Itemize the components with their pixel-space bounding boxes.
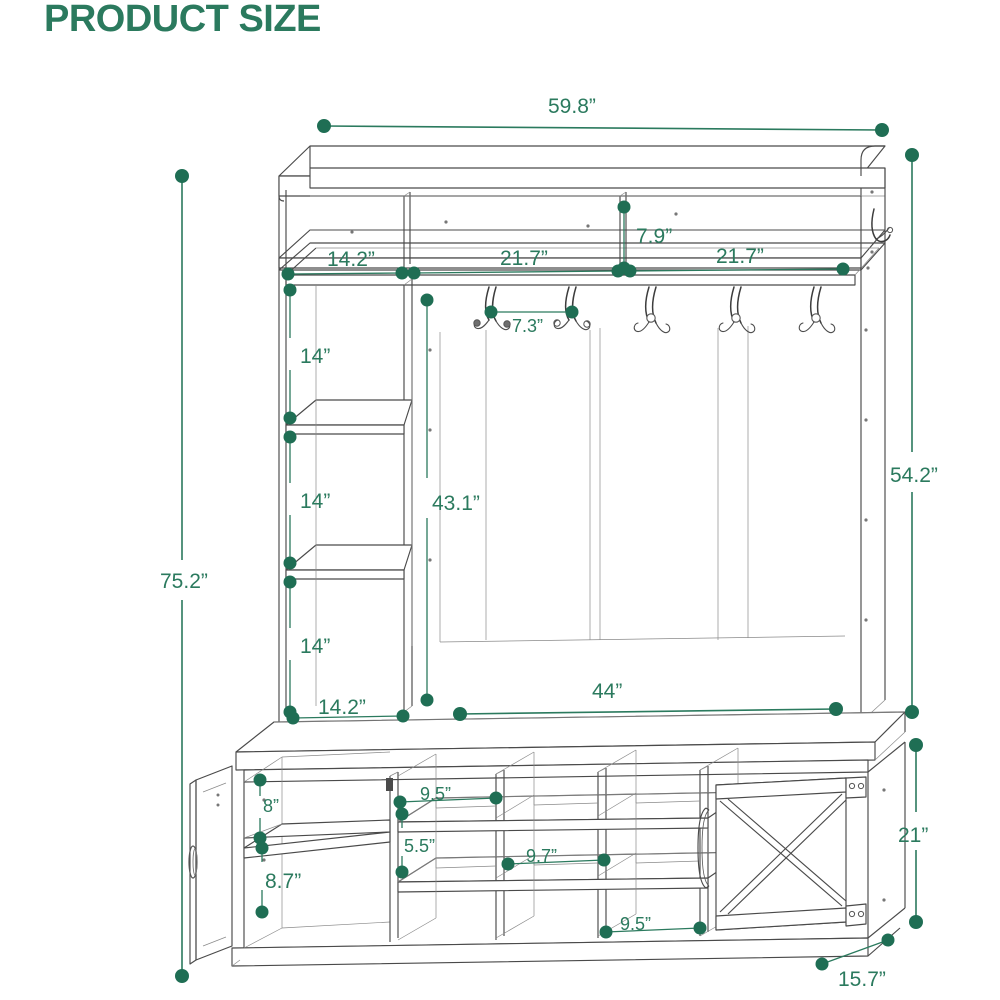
coat-hook-icon	[553, 286, 591, 331]
dimension-bench-width: 44”	[453, 680, 843, 721]
dimension-cubby-width-mid: 9.7”	[501, 846, 611, 871]
dimension-tower-width-bottom: 14.2”	[286, 696, 410, 725]
dim-label-cubby-width-top: 9.5”	[420, 784, 451, 804]
door-handle-icon	[188, 845, 198, 879]
dimension-top-cubby-right: 21.7”	[623, 245, 850, 278]
top-canopy-shelf	[278, 145, 886, 202]
dim-label-tower-width-bottom: 14.2”	[318, 696, 366, 719]
dim-label-hook-spacing: 7.3”	[512, 316, 543, 336]
dimension-cubby-width-top: 9.5”	[393, 784, 503, 809]
dim-label-left-shelf-2: 14”	[300, 490, 330, 513]
dim-label-top-cubby-right: 21.7”	[716, 245, 764, 268]
left-cabinet-door[interactable]	[188, 765, 233, 965]
panel-screw-dots	[350, 190, 874, 622]
dim-label-upper-height: 54.2”	[890, 464, 938, 487]
dimension-top-cubby-left: 14.2”	[281, 248, 409, 281]
dim-label-cubby-width-bottom: 9.5”	[620, 914, 651, 934]
coat-hook-icon	[633, 286, 671, 334]
dimension-cabinet-height: 21”	[898, 738, 928, 929]
dim-label-bench-width: 44”	[592, 680, 622, 703]
dim-label-top-cubby-mid: 21.7”	[500, 247, 548, 270]
dimension-left-shelf-3: 14”	[283, 575, 330, 719]
coat-hook-icon	[798, 286, 836, 334]
dim-label-cabinet-height: 21”	[898, 824, 928, 847]
dimension-top-cubby-height: 7.9”	[617, 200, 672, 275]
barn-door-x-brace-icon	[719, 793, 847, 915]
dim-label-cab-shelf-upper: 8”	[263, 796, 279, 816]
dim-label-cubby-height: 5.5”	[404, 836, 435, 856]
furniture-illustration	[188, 145, 906, 967]
lower-cabinet-body	[231, 741, 906, 967]
dimension-cubby-width-bottom: 9.5”	[599, 914, 707, 939]
dimension-overall-width: 59.8”	[317, 95, 889, 137]
dim-label-top-cubby-left: 14.2”	[327, 248, 375, 271]
top-cubby-dividers	[310, 191, 885, 268]
upper-side-panels	[278, 168, 886, 723]
dimension-overall-height: 75.2”	[160, 169, 208, 983]
side-j-hook-icon	[871, 208, 894, 243]
dimension-hook-spacing: 7.3”	[484, 305, 579, 336]
barn-sliding-door[interactable]	[697, 776, 867, 931]
left-cabinet-interior	[243, 751, 399, 949]
door-handle-icon	[697, 807, 710, 889]
dimension-left-shelf-2: 14”	[283, 430, 330, 570]
dim-label-open-back-height: 43.1”	[432, 492, 480, 515]
back-panel-boards	[411, 326, 846, 646]
dimension-depth: 15.7”	[815, 933, 895, 991]
upper-shelf-board	[278, 229, 886, 269]
dimension-cubby-height: 5.5”	[395, 807, 435, 879]
dimension-upper-height: 54.2”	[890, 148, 938, 719]
coat-hook-icon	[718, 286, 756, 334]
page-title: PRODUCT SIZE	[44, 0, 321, 40]
dim-label-cab-shelf-lower: 8.7”	[265, 870, 301, 893]
dimension-cab-shelf-upper: 8”	[253, 773, 279, 845]
dim-label-left-shelf-1: 14”	[300, 345, 330, 368]
dimension-cab-shelf-lower: 8.7”	[255, 841, 301, 919]
dim-label-overall-height: 75.2”	[160, 570, 208, 593]
dimension-left-shelf-1: 14”	[283, 283, 330, 425]
dimension-open-back-height: 43.1”	[420, 293, 480, 707]
dim-label-top-cubby-height: 7.9”	[636, 225, 672, 248]
dim-label-cubby-width-mid: 9.7”	[526, 846, 557, 866]
dim-label-left-shelf-3: 14”	[300, 635, 330, 658]
dim-label-overall-width: 59.8”	[548, 95, 596, 118]
dim-label-depth: 15.7”	[838, 968, 886, 991]
dimension-top-cubby-mid: 21.7”	[407, 247, 625, 280]
